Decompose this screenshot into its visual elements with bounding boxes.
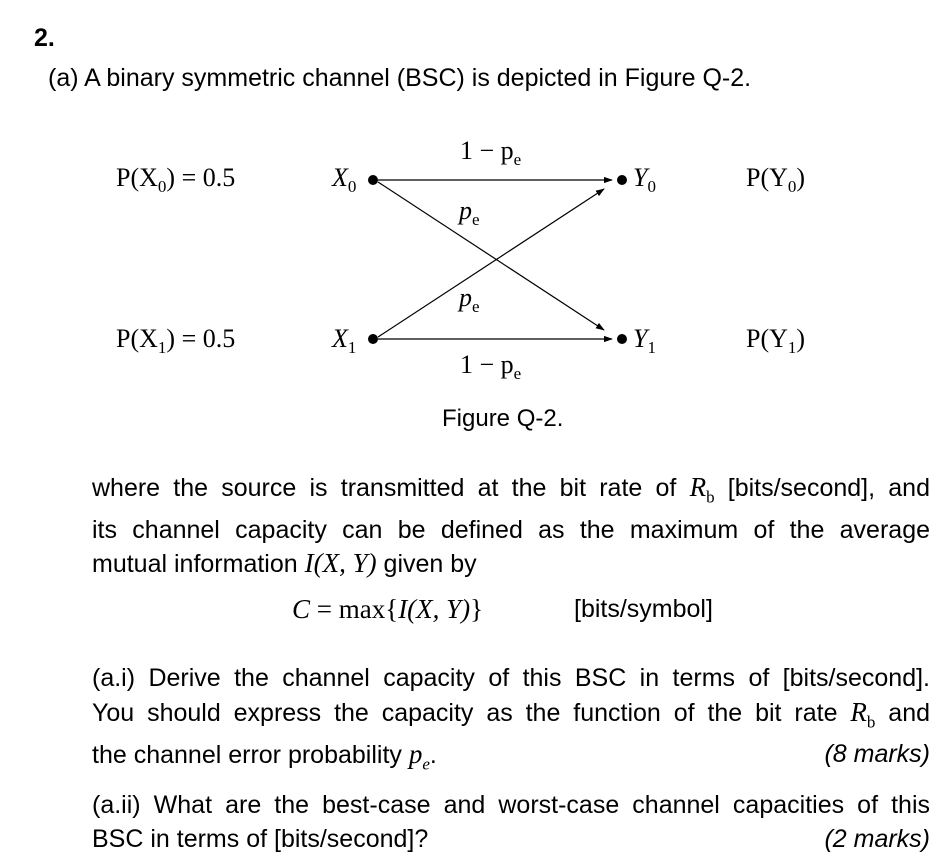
- mutual-information-symbol: I(X, Y): [304, 548, 377, 579]
- part-ai: (a.i) Derive the channel capacity of thi…: [92, 662, 930, 781]
- part-aii-line-1: (a.ii) What are the best-case and worst-…: [92, 791, 930, 819]
- edge-label-cross-upper: pe: [457, 196, 480, 229]
- part-ai-line-2: You should express the capacity as the f…: [92, 696, 931, 731]
- part-aii-marks: (2 marks): [824, 824, 930, 853]
- edge-label-top: 1 − pe: [460, 136, 521, 169]
- node-x0: [368, 175, 378, 185]
- node-y0: [617, 175, 627, 185]
- p-x0-label: P(X0) = 0.5: [116, 163, 235, 196]
- output-y0-label: Y0: [633, 163, 656, 196]
- error-probability-symbol: pe: [408, 739, 430, 774]
- output-y1-label: Y1: [633, 324, 656, 357]
- question-number: 2.: [34, 24, 55, 52]
- part-aii-line-2: BSC in terms of [bits/second]? (2 marks): [92, 823, 930, 857]
- description-paragraph: where the source is transmitted at the b…: [92, 471, 930, 582]
- description-line-3: mutual information I(X, Y) given by: [92, 548, 477, 579]
- description-line-1: where the source is transmitted at the b…: [92, 472, 930, 507]
- bit-rate-symbol: Rb: [689, 472, 715, 507]
- description-line-2: its channel capacity can be defined as t…: [92, 515, 930, 544]
- node-y1: [617, 334, 627, 344]
- bsc-diagram: P(X0) = 0.5 P(X1) = 0.5 X0 X1 Y0 Y1 P(Y0…: [116, 136, 805, 383]
- edge-label-cross-lower: pe: [457, 283, 480, 316]
- part-a-statement: (a) A binary symmetric channel (BSC) is …: [48, 64, 751, 93]
- part-ai-line-1: (a.i) Derive the channel capacity of thi…: [92, 664, 930, 692]
- edge-label-bottom: 1 − pe: [460, 350, 521, 383]
- part-aii: (a.ii) What are the best-case and worst-…: [92, 789, 930, 856]
- node-x1: [368, 334, 378, 344]
- part-a-text: A binary symmetric channel (BSC) is depi…: [84, 64, 752, 92]
- input-x1-label: X1: [331, 324, 356, 357]
- part-ai-line-3: the channel error probability pe. (8 mar…: [92, 739, 930, 774]
- p-y1-label: P(Y1): [746, 324, 805, 357]
- edge-x0-y1: [377, 181, 605, 331]
- part-ai-marks: (8 marks): [824, 740, 930, 769]
- figure-caption: Figure Q-2.: [442, 405, 564, 432]
- p-y0-label: P(Y0): [746, 163, 805, 196]
- input-x0-label: X0: [331, 163, 356, 196]
- p-x1-label: P(X1) = 0.5: [116, 324, 235, 357]
- bit-rate-symbol: Rb: [850, 696, 876, 731]
- equation-units: [bits/symbol]: [574, 595, 713, 623]
- part-a-label: (a): [48, 64, 79, 92]
- edge-x1-y0: [377, 188, 605, 338]
- capacity-equation: C = max{I(X, Y)}: [292, 594, 484, 624]
